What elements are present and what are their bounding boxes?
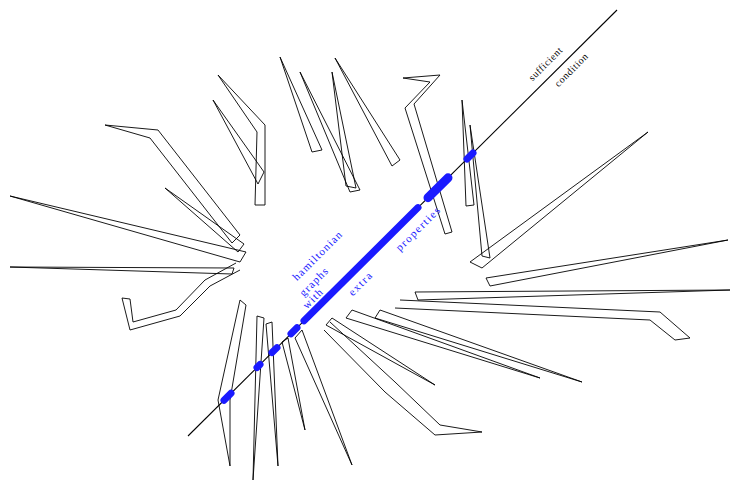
blue-segment (257, 365, 260, 368)
spike-outline (10, 196, 246, 262)
blue-segment (467, 153, 473, 159)
spike-outline (462, 100, 474, 206)
spike-outline (324, 322, 482, 435)
spike-outline (395, 300, 690, 340)
spike-outline (375, 310, 582, 382)
blue-segment (304, 208, 418, 321)
spike-outline (122, 263, 240, 330)
spike-outline (486, 240, 728, 286)
spike-outline (253, 316, 264, 480)
spike-outline (332, 72, 356, 188)
spike-outline (218, 75, 265, 205)
blue-segment (224, 393, 231, 400)
spike-outline (346, 310, 540, 378)
spike-outline (282, 338, 305, 430)
spike-outline (326, 318, 435, 385)
spike-outline (280, 57, 322, 152)
spike-outline (105, 125, 240, 243)
spike-outline (295, 330, 352, 465)
spike-outline (266, 322, 278, 466)
blue-segment (428, 178, 448, 198)
spike-outline (470, 125, 490, 258)
spike-outline (300, 72, 360, 192)
spike-outline (470, 132, 648, 268)
spike-outline (165, 188, 244, 252)
spike-outline (415, 290, 730, 300)
spike-outline (335, 58, 400, 166)
blue-segment (272, 348, 277, 353)
spike-outline (10, 267, 234, 274)
blue-segment (291, 328, 297, 334)
condition-line (188, 10, 617, 436)
